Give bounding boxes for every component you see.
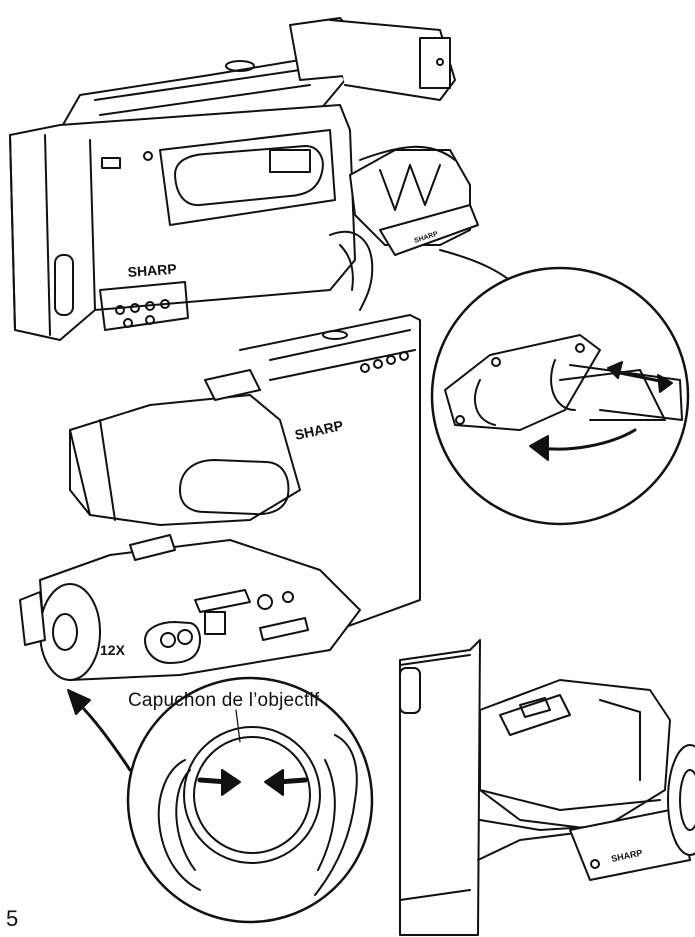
lens-cap-figure — [126, 676, 374, 924]
camcorder-bottom-figure: SHARP — [399, 639, 695, 936]
brand-logo-top: SHARP — [127, 261, 177, 280]
callout-arrow-cap-head — [67, 689, 91, 715]
camcorder-middle-figure: SHARP 12X — [19, 314, 421, 681]
lens-cap-caption: Capuchon de l’objectif — [128, 690, 320, 711]
zoom-label: 12X — [100, 642, 126, 658]
callout-arrow-cap — [78, 703, 132, 772]
camcorder-top-figure: SHARP SHARP — [9, 17, 479, 341]
page-number: 5 — [6, 906, 19, 931]
strap-detail-figure — [430, 266, 690, 526]
